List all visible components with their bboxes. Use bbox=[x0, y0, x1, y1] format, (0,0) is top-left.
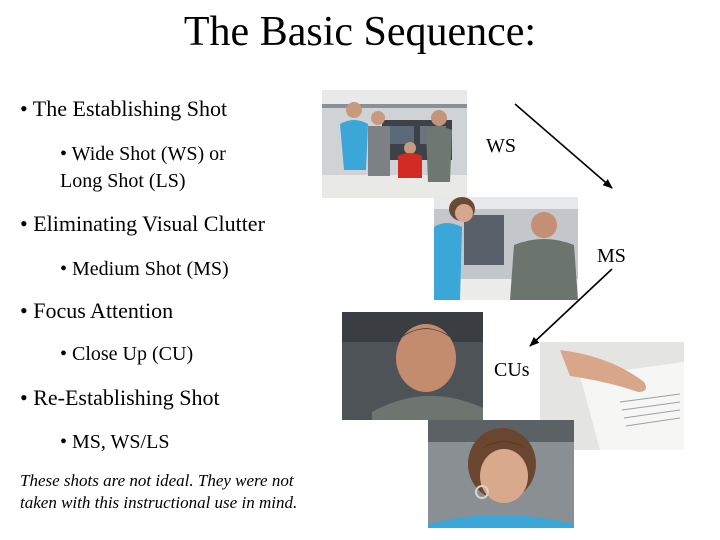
bullet-establishing-shot: • The Establishing Shot bbox=[20, 96, 228, 121]
close-up-hands-photo bbox=[540, 342, 684, 450]
medium-shot-photo bbox=[434, 197, 578, 300]
wide-shot-photo bbox=[322, 90, 467, 198]
bullet-re-establishing-shot: • Re-Establishing Shot bbox=[20, 385, 220, 410]
label-ws: WS bbox=[486, 135, 516, 157]
arrow-ms-to-cus bbox=[529, 268, 613, 347]
label-cus: CUs bbox=[494, 359, 530, 381]
bullet-close-up: • Close Up (CU) bbox=[60, 343, 194, 365]
disclaimer-line1: These shots are not ideal. They were not bbox=[20, 471, 294, 490]
bullet-ms-ws-ls: • MS, WS/LS bbox=[60, 431, 170, 453]
arrow-ws-to-ms bbox=[514, 103, 613, 189]
bullet-visual-clutter: • Eliminating Visual Clutter bbox=[20, 211, 265, 236]
disclaimer-line2: taken with this instructional use in min… bbox=[20, 493, 298, 512]
bullet-wide-shot-line2: Long Shot (LS) bbox=[60, 170, 186, 192]
disclaimer-note: These shots are not ideal. They were not… bbox=[20, 470, 365, 514]
bullet-wide-shot-line1: • Wide Shot (WS) or bbox=[60, 143, 226, 165]
bullet-medium-shot: • Medium Shot (MS) bbox=[60, 258, 229, 280]
label-ms: MS bbox=[597, 245, 626, 267]
close-up-woman-photo bbox=[428, 420, 574, 528]
slide-title: The Basic Sequence: bbox=[183, 9, 537, 55]
bullet-focus-attention: • Focus Attention bbox=[20, 298, 174, 323]
close-up-face-photo bbox=[342, 312, 483, 420]
